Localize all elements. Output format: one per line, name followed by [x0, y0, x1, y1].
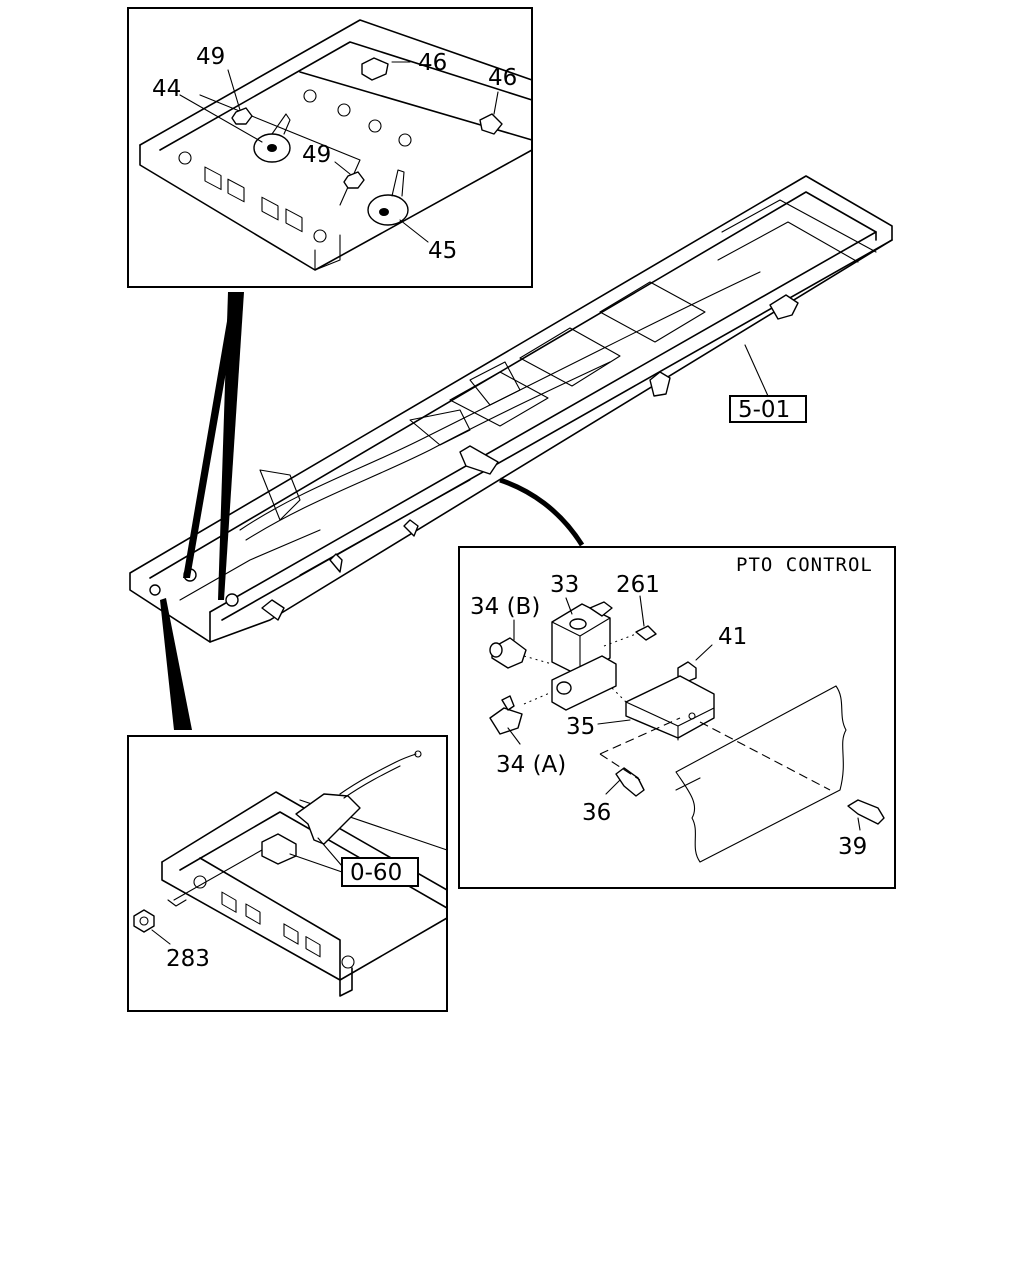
- reference-frame: 5-01: [729, 344, 807, 423]
- callout-35: 35: [566, 714, 595, 740]
- detail-connector-top: [183, 292, 244, 600]
- callout-49-upper: 49: [196, 44, 225, 70]
- callout-36: 36: [582, 800, 611, 826]
- reference-frame-label: 5-01: [738, 397, 790, 423]
- callout-46-left: 46: [418, 50, 447, 76]
- detail-connector-pto: [499, 477, 585, 547]
- reference-cable-label: 0-60: [350, 860, 402, 886]
- callout-34b: 34 (B): [470, 594, 540, 620]
- callout-41: 41: [718, 624, 747, 650]
- detail-panel-pto-control: PTO CONTROL: [458, 546, 896, 889]
- callout-49-lower: 49: [302, 142, 331, 168]
- callout-34a: 34 (A): [496, 752, 566, 778]
- callout-283: 283: [166, 946, 210, 972]
- callout-45: 45: [428, 238, 457, 264]
- pto-control-title: PTO CONTROL: [736, 554, 873, 576]
- detail-connector-bottom: [160, 598, 192, 730]
- callout-44: 44: [152, 76, 181, 102]
- chassis-frame: [129, 175, 893, 643]
- callout-39: 39: [838, 834, 867, 860]
- detail-panel-mounting: 49 46 46 44 49 45: [127, 7, 533, 288]
- detail-panel-cable: 0-60 283: [127, 735, 448, 1012]
- callout-261: 261: [616, 572, 660, 598]
- callout-33: 33: [550, 572, 579, 598]
- callout-46-right: 46: [488, 65, 517, 91]
